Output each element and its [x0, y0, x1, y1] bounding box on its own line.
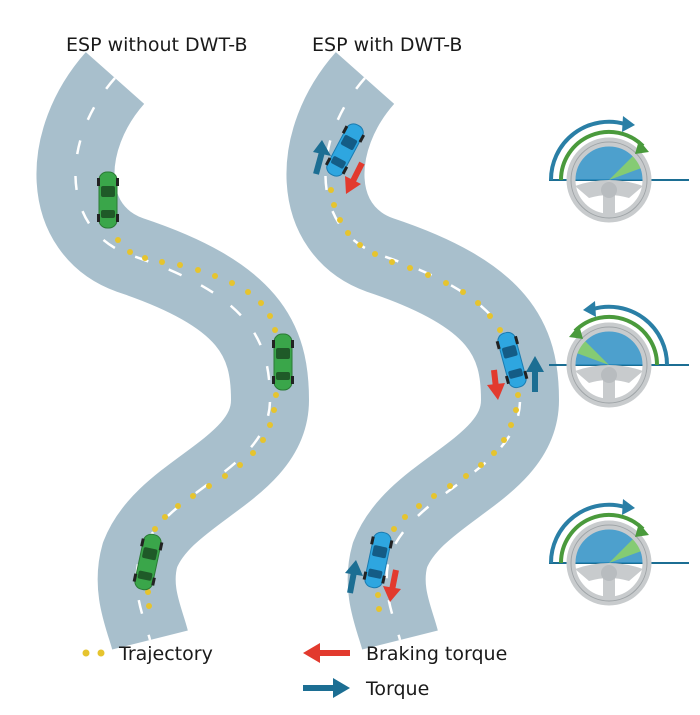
- braking-arrow-icon: [487, 369, 505, 400]
- braking-arrows: [345, 161, 505, 602]
- road-left: [36, 52, 310, 651]
- road-right: [286, 52, 560, 651]
- torque-arrows: [313, 140, 544, 594]
- legend-braking-arrow-icon: [303, 643, 350, 663]
- legend-trajectory-label: Trajectory: [119, 643, 213, 665]
- braking-arrow-icon: [345, 161, 365, 194]
- legend-braking-torque-label: Braking torque: [366, 643, 508, 665]
- title-esp-with-dwtb: ESP with DWT-B: [312, 34, 463, 56]
- legend-torque-label: Torque: [366, 678, 430, 700]
- steering-wheel-right-icon: [548, 499, 689, 601]
- braking-arrow-icon: [383, 569, 401, 602]
- steering-wheel-left-icon: [549, 301, 689, 403]
- torque-arrow-icon: [313, 140, 331, 175]
- trajectory-left: [115, 237, 279, 609]
- torque-arrow-icon: [526, 356, 544, 392]
- trajectory-right: [328, 187, 521, 612]
- steering-wheel-right-icon: [548, 116, 689, 218]
- torque-arrow-icon: [345, 560, 363, 594]
- legend-torque-arrow-icon: [303, 678, 350, 698]
- title-esp-without-dwtb: ESP without DWT-B: [66, 34, 248, 56]
- green-car-icon: [271, 333, 295, 391]
- green-car-icon: [96, 171, 120, 229]
- legend-trajectory-marker: [82, 649, 105, 657]
